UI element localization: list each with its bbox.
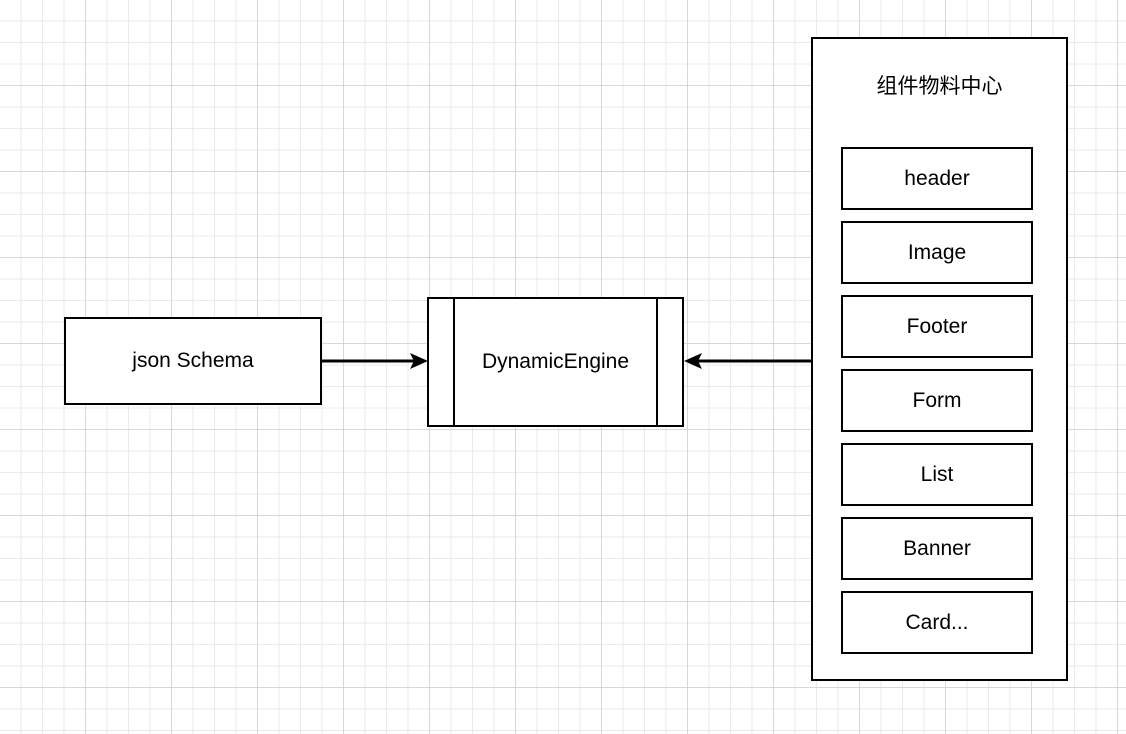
component-item[interactable]: Footer — [841, 295, 1033, 358]
component-item-label: Banner — [903, 536, 971, 560]
process-bar-left — [453, 299, 455, 425]
component-item-label: Card... — [905, 610, 969, 634]
component-item-label: header — [904, 166, 970, 190]
edge-material-center-to-dynamic-engine[interactable] — [678, 345, 814, 377]
component-item[interactable]: Form — [841, 369, 1033, 432]
component-item[interactable]: List — [841, 443, 1033, 506]
component-item[interactable]: Card... — [841, 591, 1033, 654]
material-center-title: 组件物料中心 — [876, 75, 1003, 98]
component-item-label: List — [920, 462, 954, 486]
node-json-schema[interactable]: json Schema — [64, 317, 322, 405]
component-item-label: Form — [912, 388, 962, 412]
arrowhead-left-icon — [684, 353, 702, 369]
component-item[interactable]: Image — [841, 221, 1033, 284]
component-item[interactable]: header — [841, 147, 1033, 210]
node-json-schema-label: json Schema — [132, 349, 254, 372]
process-bar-right — [656, 299, 658, 425]
arrowhead-right-icon — [410, 353, 428, 369]
component-item[interactable]: Banner — [841, 517, 1033, 580]
component-item-label: Image — [907, 240, 967, 264]
node-dynamic-engine-label: DynamicEngine — [481, 350, 630, 373]
component-item-label: Footer — [906, 314, 968, 338]
node-dynamic-engine[interactable]: DynamicEngine — [427, 297, 684, 427]
edge-json-schema-to-dynamic-engine[interactable] — [322, 345, 432, 377]
